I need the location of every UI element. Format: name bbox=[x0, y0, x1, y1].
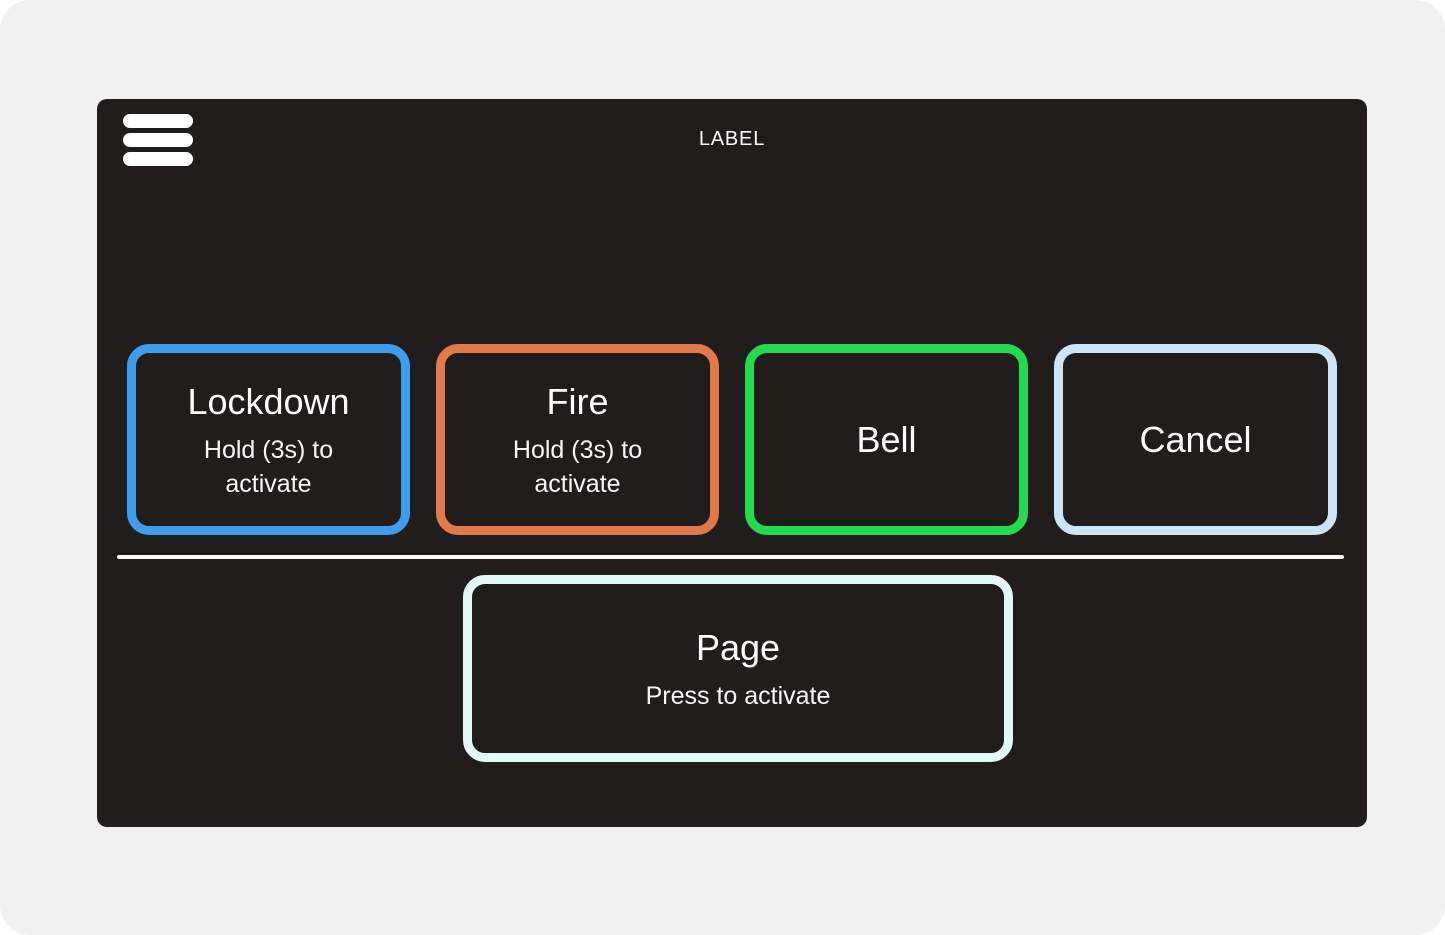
hamburger-bar bbox=[123, 133, 193, 147]
app-screen: LABEL Lockdown Hold (3s) to activate Fir… bbox=[97, 99, 1367, 827]
lockdown-button-label: Lockdown bbox=[187, 381, 350, 422]
page-button-label: Page bbox=[695, 627, 781, 668]
hamburger-bar bbox=[123, 152, 193, 166]
lockdown-button[interactable]: Lockdown Hold (3s) to activate bbox=[127, 344, 410, 535]
menu-button[interactable] bbox=[123, 114, 193, 166]
hamburger-icon bbox=[123, 114, 193, 166]
fire-button[interactable]: Fire Hold (3s) to activate bbox=[436, 344, 719, 535]
bell-button[interactable]: Bell bbox=[745, 344, 1028, 535]
bell-button-label: Bell bbox=[856, 419, 917, 460]
cancel-button[interactable]: Cancel bbox=[1054, 344, 1337, 535]
lockdown-button-sublabel: Hold (3s) to activate bbox=[203, 436, 334, 498]
hamburger-bar bbox=[123, 114, 193, 128]
page-title: LABEL bbox=[698, 128, 766, 150]
fire-button-label: Fire bbox=[546, 381, 609, 422]
fire-button-sublabel: Hold (3s) to activate bbox=[512, 436, 643, 498]
divider bbox=[117, 555, 1344, 559]
page-button-sublabel: Press to activate bbox=[645, 682, 831, 710]
page-button[interactable]: Page Press to activate bbox=[463, 575, 1013, 762]
alert-button-row: Lockdown Hold (3s) to activate Fire Hold… bbox=[127, 344, 1337, 535]
cancel-button-label: Cancel bbox=[1139, 419, 1252, 460]
